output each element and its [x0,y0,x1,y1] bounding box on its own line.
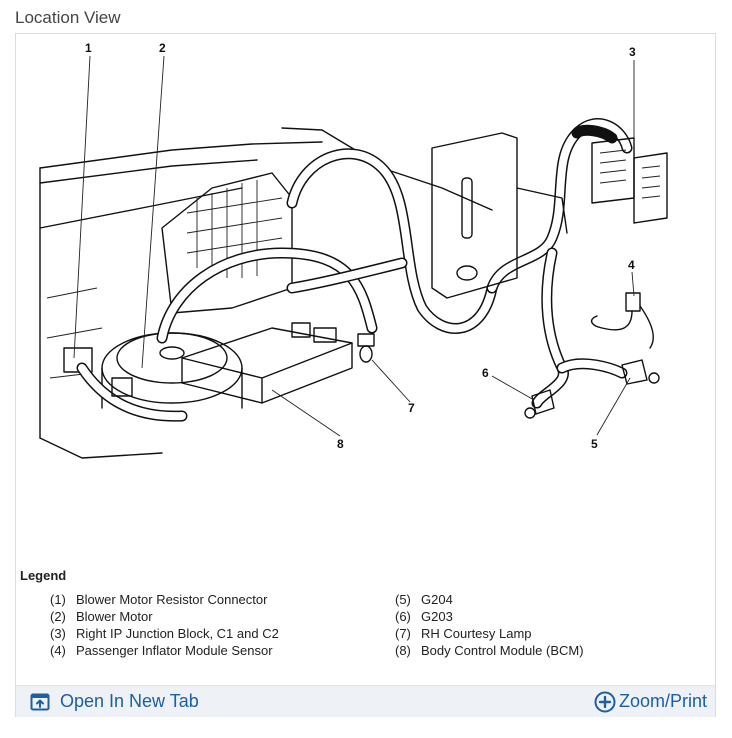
blower-motor [101,172,293,409]
junction-block [571,124,668,224]
wiring-harness [156,118,633,409]
zoom-print-label: Zoom/Print [618,691,707,711]
courtesy-lamp [357,333,375,363]
open-in-new-tab-button[interactable]: Open In New Tab [30,686,199,717]
callout-5: 5 [591,437,598,451]
legend-item: (7) RH Courtesy Lamp [395,626,584,643]
callout-7: 7 [408,401,415,415]
dashboard-outline [39,127,493,459]
legend-item-text: Body Control Module (BCM) [421,643,584,658]
legend-item-number: (4) [50,643,66,658]
legend-item-number: (2) [50,609,66,624]
legend-item-text: Blower Motor Resistor Connector [76,592,268,607]
open-new-tab-icon [30,693,50,710]
resistor-connector [63,347,188,422]
page-title: Location View [15,8,121,27]
callout-3: 3 [629,45,636,59]
legend-item-text: Blower Motor [76,609,153,624]
legend-item-number: (8) [395,643,411,658]
leader-lines [73,55,635,437]
legend-item-number: (3) [50,626,66,641]
legend-heading: Legend [20,568,67,583]
legend-item: (2) Blower Motor [50,609,279,626]
legend-item: (3) Right IP Junction Block, C1 and C2 [50,626,279,643]
ground-g203 [524,389,555,419]
legend-column-left: (1) Blower Motor Resistor Connector (2) Bl… [50,592,279,660]
legend-item-number: (7) [395,626,411,641]
legend-item-text: G203 [421,609,453,624]
callout-6: 6 [482,366,489,380]
legend: Legend (1) Blower Motor Resistor Connecto… [20,566,710,676]
legend-item: (4) Passenger Inflator Module Sensor [50,643,279,660]
legend-item-text: Passenger Inflator Module Sensor [76,643,273,658]
body-control-module [181,322,353,404]
zoom-plus-circle-icon [594,691,616,712]
callout-8: 8 [337,437,344,451]
legend-item-number: (6) [395,609,411,624]
legend-item: (8) Body Control Module (BCM) [395,643,584,660]
callout-1: 1 [85,41,92,55]
legend-item-text: G204 [421,592,453,607]
callout-2: 2 [159,41,166,55]
legend-column-right: (5) G204 (6) G203 (7) RH Courtesy Lamp (8) B… [395,592,584,660]
legend-item: (5) G204 [395,592,584,609]
callout-4: 4 [628,258,635,272]
location-diagram: 1 2 3 4 5 6 7 8 [39,41,668,459]
legend-item-number: (5) [395,592,411,607]
mounting-bracket [431,132,568,299]
legend-item-number: (1) [50,592,66,607]
legend-item: (1) Blower Motor Resistor Connector [50,592,279,609]
inflator-sensor [590,292,654,349]
zoom-print-button[interactable]: Zoom/Print [594,686,707,717]
ground-g204 [621,359,660,385]
image-toolbar: Open In New Tab Zoom/Print [16,685,715,717]
legend-item-text: Right IP Junction Block, C1 and C2 [76,626,279,641]
legend-item-text: RH Courtesy Lamp [421,626,532,641]
open-in-new-tab-label: Open In New Tab [60,691,199,711]
legend-item: (6) G203 [395,609,584,626]
